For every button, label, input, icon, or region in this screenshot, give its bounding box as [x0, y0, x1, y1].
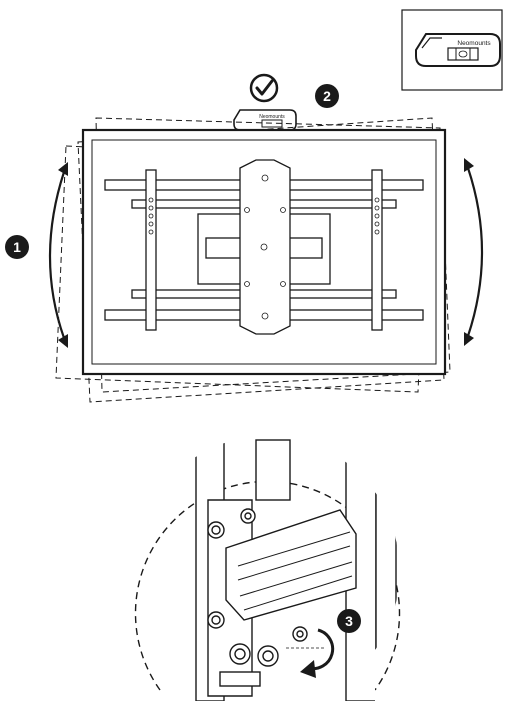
step-badge-2: 2: [315, 84, 339, 108]
spirit-level-inset: Neomounts: [401, 9, 503, 91]
detail-view-bracket: [195, 439, 397, 701]
step-badge-1: 1: [5, 235, 29, 259]
step-number-3: 3: [345, 613, 353, 629]
checkmark-circle-icon: [249, 73, 279, 103]
mini-spirit-level-icon: Neomounts: [233, 109, 297, 131]
tv-inner-frame: [91, 139, 437, 365]
tilt-arrow-right: [464, 158, 484, 346]
rotate-arrow-icon: [286, 628, 335, 678]
step-number-1: 1: [13, 239, 21, 255]
mini-brand-label: Neomounts: [259, 114, 285, 120]
step-number-2: 2: [323, 88, 331, 104]
bracket-holes: [148, 174, 380, 320]
brand-label: Neomounts: [457, 40, 491, 47]
spirit-level-icon: Neomounts: [415, 33, 501, 67]
tilt-arrow-left: [48, 162, 68, 348]
step-badge-3: 3: [337, 609, 361, 633]
